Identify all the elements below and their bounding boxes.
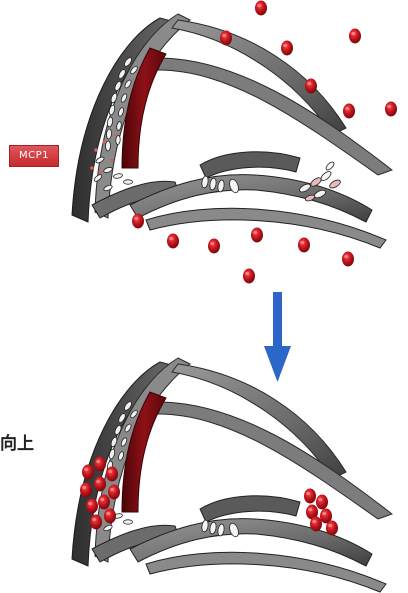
lens-edge <box>200 152 300 178</box>
mcp1-label: MCP1 <box>9 145 59 167</box>
bottom-panel <box>72 358 392 592</box>
top-panel <box>72 1 397 284</box>
side-label: 向上 <box>0 429 34 454</box>
red-cells-top <box>132 1 397 284</box>
arrow-down-icon <box>264 292 291 382</box>
lens-edge <box>200 496 300 522</box>
